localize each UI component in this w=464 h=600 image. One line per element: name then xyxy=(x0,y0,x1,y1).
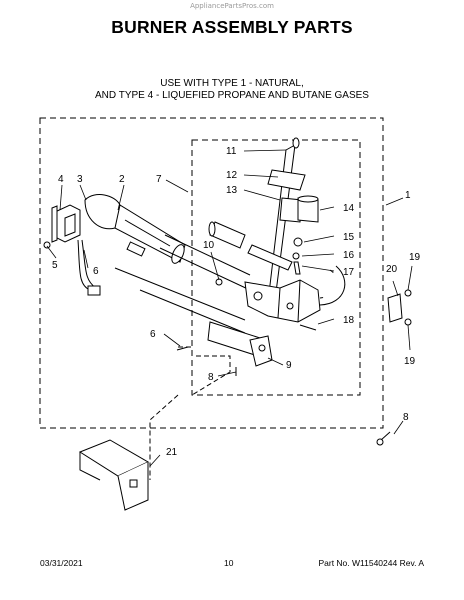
limit-switch xyxy=(387,289,412,326)
callout-20: 20 xyxy=(386,264,398,275)
outer-dashed-boundary xyxy=(39,117,384,429)
callout-4: 4 xyxy=(58,174,64,185)
callout-19-lower: 19 xyxy=(404,356,416,367)
callout-5: 5 xyxy=(52,260,58,271)
callout-10: 10 xyxy=(203,240,215,251)
callout-15: 15 xyxy=(343,232,355,243)
subtitle-line-1: USE WITH TYPE 1 - NATURAL, xyxy=(160,78,304,89)
gas-line xyxy=(114,234,251,334)
callout-9: 9 xyxy=(286,360,292,371)
burner-tube xyxy=(84,194,186,264)
callout-14: 14 xyxy=(343,203,355,214)
callout-18: 18 xyxy=(343,315,355,326)
callout-21: 21 xyxy=(166,447,178,458)
callout-8-right: 8 xyxy=(403,412,409,423)
callout-2: 2 xyxy=(119,174,125,185)
footer-part-number: Part No. W11540244 Rev. A xyxy=(318,558,424,568)
callout-1: 1 xyxy=(405,190,411,201)
subtitle-line-2: AND TYPE 4 - LIQUEFIED PROPANE AND BUTAN… xyxy=(95,90,369,101)
callout-3: 3 xyxy=(77,174,83,185)
base-bracket xyxy=(78,439,150,511)
callout-16: 16 xyxy=(343,250,355,261)
igniter-bracket xyxy=(51,204,81,243)
callout-6-upper: 6 xyxy=(93,266,99,277)
bracket-dashed-link xyxy=(149,346,231,480)
callout-8-lower: 8 xyxy=(208,372,214,383)
callout-17: 17 xyxy=(343,267,355,278)
callout-11: 11 xyxy=(226,146,237,157)
coil xyxy=(297,195,319,223)
callout-13: 13 xyxy=(226,185,238,196)
callout-7: 7 xyxy=(156,174,162,185)
callout-19-upper: 19 xyxy=(409,252,421,263)
mounting-bracket xyxy=(207,321,273,367)
footer-page-number: 10 xyxy=(224,558,234,568)
page-title: BURNER ASSEMBLY PARTS xyxy=(111,17,353,37)
orifice-pipe xyxy=(208,221,293,271)
footer-date: 03/31/2021 xyxy=(40,558,83,568)
igniter-wires xyxy=(77,239,101,296)
inner-dashed-boundary xyxy=(191,139,361,396)
leader-lines xyxy=(46,149,413,467)
watermark: AppliancePartsPros.com xyxy=(190,2,274,10)
callout-12: 12 xyxy=(226,170,238,181)
callout-6-lower: 6 xyxy=(150,329,156,340)
subtitle: USE WITH TYPE 1 - NATURAL, AND TYPE 4 - … xyxy=(0,78,464,102)
small-parts xyxy=(43,237,391,446)
gas-valve xyxy=(244,265,346,323)
